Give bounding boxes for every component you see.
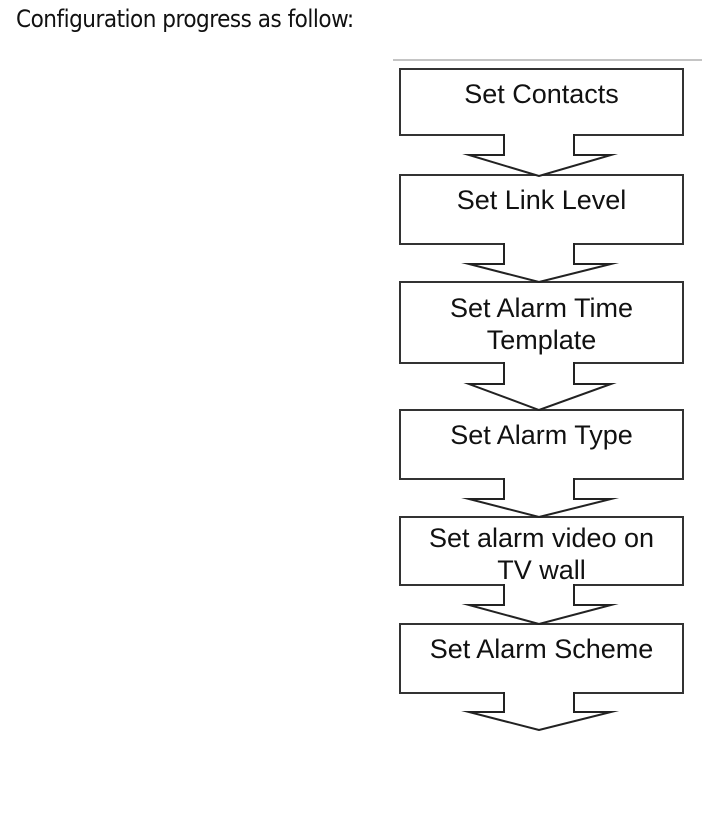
down-arrow-icon [461,478,620,518]
down-arrow-icon [462,134,618,177]
flow-step-label: Set Alarm Scheme [429,634,654,664]
flow-step-label: Set Contacts [464,79,619,109]
flow-step-label: Set Alarm Time Template [449,293,634,355]
down-arrow-icon [463,362,617,411]
flow-step-label: Set alarm video on TV wall [428,523,655,585]
flow-step-set-alarm-video-on-tv-wall: Set alarm video on TV wall [399,516,684,586]
divider-line [393,59,702,61]
flow-step-label: Set Alarm Type [450,420,633,450]
flow-step-set-link-level: Set Link Level [399,174,684,245]
flow-step-set-alarm-type: Set Alarm Type [399,409,684,480]
page-title: Configuration progress as follow: [16,5,354,33]
down-arrow-icon [461,692,620,731]
down-arrow-icon [461,584,619,625]
flow-step-set-alarm-time-template: Set Alarm Time Template [399,281,684,364]
flow-step-label: Set Link Level [456,185,627,215]
down-arrow-icon [461,243,620,283]
flow-step-set-alarm-scheme: Set Alarm Scheme [399,623,684,694]
flow-step-set-contacts: Set Contacts [399,68,684,136]
